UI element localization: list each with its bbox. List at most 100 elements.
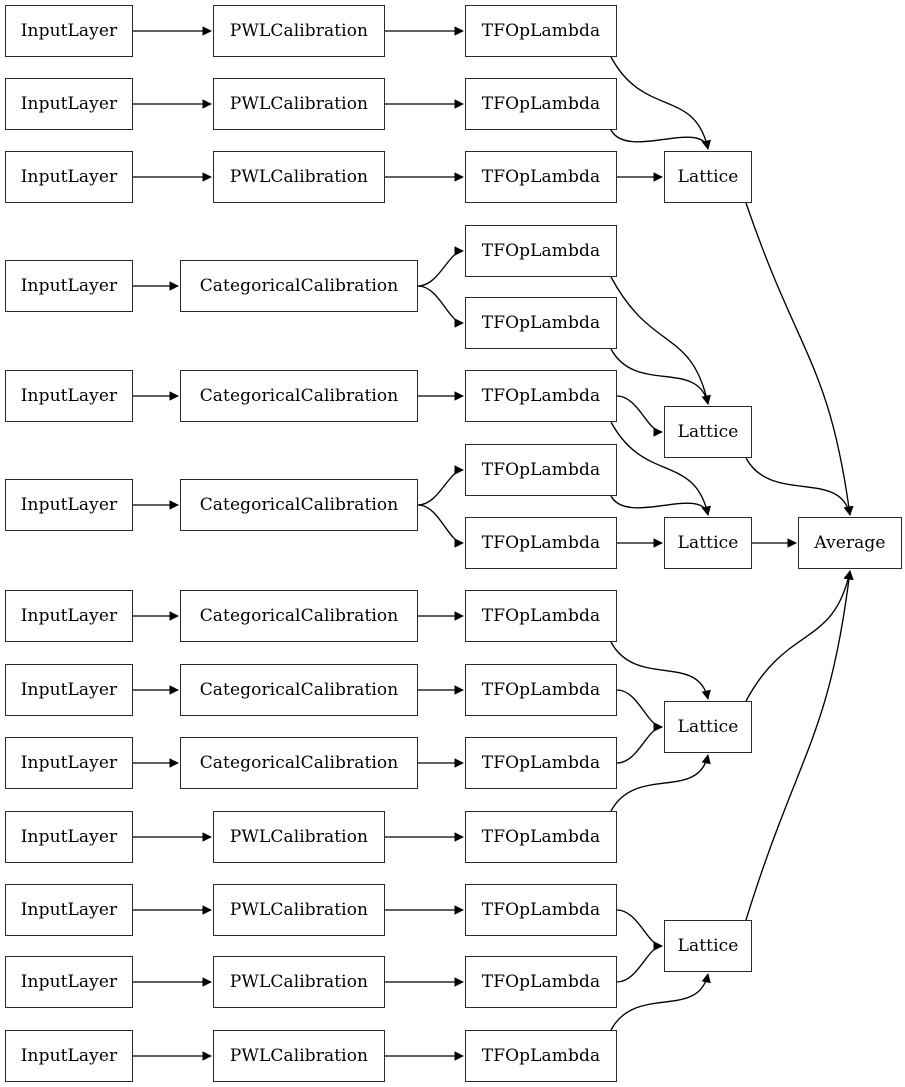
node-tf1[interactable]: TFOpLambda	[465, 5, 617, 57]
node-pwl1[interactable]: PWLCalibration	[213, 5, 385, 57]
node-tf7[interactable]: TFOpLambda	[465, 444, 617, 496]
node-tf15[interactable]: TFOpLambda	[465, 1030, 617, 1082]
node-label: InputLayer	[20, 385, 118, 406]
node-in3[interactable]: InputLayer	[5, 151, 133, 203]
node-lat2[interactable]: Lattice	[664, 406, 752, 458]
node-in8[interactable]: InputLayer	[5, 664, 133, 716]
edge-lat2-to-avg	[745, 457, 853, 516]
node-tf14[interactable]: TFOpLambda	[465, 956, 617, 1008]
edge-lat5-to-avg	[745, 570, 854, 921]
node-in10[interactable]: InputLayer	[5, 811, 133, 863]
node-in1[interactable]: InputLayer	[5, 5, 133, 57]
node-cat6[interactable]: CategoricalCalibration	[180, 479, 418, 531]
node-label: InputLayer	[20, 826, 118, 847]
node-label: InputLayer	[20, 1045, 118, 1066]
edge-cat4-to-tf5	[417, 285, 464, 328]
node-label: PWLCalibration	[229, 20, 369, 41]
node-label: TFOpLambda	[481, 385, 601, 406]
node-tf4[interactable]: TFOpLambda	[465, 225, 617, 277]
node-tf12[interactable]: TFOpLambda	[465, 811, 617, 863]
node-in12[interactable]: InputLayer	[5, 956, 133, 1008]
edge-tf14-to-lat5	[616, 941, 663, 983]
node-label: TFOpLambda	[481, 532, 601, 553]
node-in6[interactable]: InputLayer	[5, 479, 133, 531]
edge-tf13-to-lat5	[616, 909, 663, 951]
node-tf10[interactable]: TFOpLambda	[465, 664, 617, 716]
node-cat5[interactable]: CategoricalCalibration	[180, 370, 418, 422]
node-label: TFOpLambda	[481, 605, 601, 626]
node-label: TFOpLambda	[481, 826, 601, 847]
node-tf2[interactable]: TFOpLambda	[465, 78, 617, 130]
node-tf11[interactable]: TFOpLambda	[465, 737, 617, 789]
node-pwl2[interactable]: PWLCalibration	[213, 78, 385, 130]
node-in9[interactable]: InputLayer	[5, 737, 133, 789]
edge-tf11-to-lat4	[616, 722, 663, 764]
node-lat3[interactable]: Lattice	[664, 517, 752, 569]
node-avg[interactable]: Average	[798, 517, 902, 569]
node-in7[interactable]: InputLayer	[5, 590, 133, 642]
node-in11[interactable]: InputLayer	[5, 884, 133, 936]
node-tf5[interactable]: TFOpLambda	[465, 297, 617, 349]
node-pwl12[interactable]: PWLCalibration	[213, 956, 385, 1008]
node-label: InputLayer	[20, 93, 118, 114]
node-lat4[interactable]: Lattice	[664, 701, 752, 753]
node-label: Lattice	[677, 421, 739, 442]
node-pwl11[interactable]: PWLCalibration	[213, 884, 385, 936]
node-label: InputLayer	[20, 679, 118, 700]
node-label: CategoricalCalibration	[199, 275, 399, 296]
node-label: TFOpLambda	[481, 240, 601, 261]
node-cat8[interactable]: CategoricalCalibration	[180, 664, 418, 716]
node-label: PWLCalibration	[229, 166, 369, 187]
node-pwl13[interactable]: PWLCalibration	[213, 1030, 385, 1082]
node-label: Average	[814, 532, 886, 553]
node-in2[interactable]: InputLayer	[5, 78, 133, 130]
edge-tf6-to-lat2	[616, 395, 663, 437]
node-tf6[interactable]: TFOpLambda	[465, 370, 617, 422]
edge-tf2-to-lat1	[610, 129, 711, 150]
node-tf3[interactable]: TFOpLambda	[465, 151, 617, 203]
node-tf8[interactable]: TFOpLambda	[465, 517, 617, 569]
edge-tf12-to-lat4	[610, 754, 711, 812]
node-in13[interactable]: InputLayer	[5, 1030, 133, 1082]
node-label: CategoricalCalibration	[199, 385, 399, 406]
node-label: TFOpLambda	[481, 1045, 601, 1066]
edge-tf7-to-lat3	[610, 495, 711, 516]
node-label: InputLayer	[20, 166, 118, 187]
node-label: Lattice	[677, 716, 739, 737]
node-tf13[interactable]: TFOpLambda	[465, 884, 617, 936]
node-label: InputLayer	[20, 20, 118, 41]
node-label: TFOpLambda	[481, 459, 601, 480]
node-tf9[interactable]: TFOpLambda	[465, 590, 617, 642]
edge-tf4-to-lat2	[610, 276, 711, 405]
node-lat5[interactable]: Lattice	[664, 920, 752, 972]
node-pwl3[interactable]: PWLCalibration	[213, 151, 385, 203]
node-label: CategoricalCalibration	[199, 605, 399, 626]
edge-cat6-to-tf7	[417, 465, 464, 506]
node-pwl10[interactable]: PWLCalibration	[213, 811, 385, 863]
node-label: TFOpLambda	[481, 752, 601, 773]
node-cat7[interactable]: CategoricalCalibration	[180, 590, 418, 642]
node-label: InputLayer	[20, 275, 118, 296]
node-label: InputLayer	[20, 899, 118, 920]
node-cat4[interactable]: CategoricalCalibration	[180, 260, 418, 312]
node-lat1[interactable]: Lattice	[664, 151, 752, 203]
node-label: TFOpLambda	[481, 679, 601, 700]
node-label: CategoricalCalibration	[199, 752, 399, 773]
node-label: PWLCalibration	[229, 826, 369, 847]
node-label: Lattice	[677, 532, 739, 553]
node-in4[interactable]: InputLayer	[5, 260, 133, 312]
node-label: Lattice	[677, 166, 739, 187]
edge-tf9-to-lat4	[610, 641, 711, 700]
node-label: Lattice	[677, 935, 739, 956]
node-label: PWLCalibration	[229, 899, 369, 920]
edge-cat4-to-tf4	[417, 246, 464, 287]
node-in5[interactable]: InputLayer	[5, 370, 133, 422]
node-label: TFOpLambda	[481, 971, 601, 992]
edge-tf15-to-lat5	[610, 973, 711, 1031]
node-cat9[interactable]: CategoricalCalibration	[180, 737, 418, 789]
node-label: InputLayer	[20, 605, 118, 626]
edge-lat1-to-avg	[745, 202, 854, 516]
node-label: TFOpLambda	[481, 20, 601, 41]
